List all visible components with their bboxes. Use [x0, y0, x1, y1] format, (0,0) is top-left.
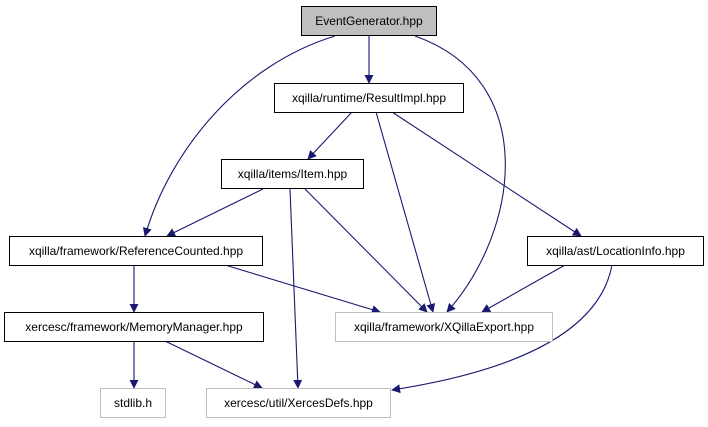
edge-eventgenerator-referencecounted — [142, 35, 336, 237]
node-memory-manager[interactable]: xercesc/framework/MemoryManager.hpp — [4, 312, 264, 342]
edge-locationinfo-xercesdefs — [391, 264, 613, 394]
node-stdlib: stdlib.h — [100, 388, 166, 418]
edge-resultimpl-item — [307, 111, 353, 160]
node-xerces-defs: xercesc/util/XercesDefs.hpp — [206, 388, 391, 418]
node-result-impl[interactable]: xqilla/runtime/ResultImpl.hpp — [274, 83, 464, 113]
node-location-info[interactable]: xqilla/ast/LocationInfo.hpp — [527, 236, 704, 266]
node-reference-counted[interactable]: xqilla/framework/ReferenceCounted.hpp — [9, 236, 263, 266]
edge-memorymanager-xercesdefs — [164, 340, 263, 389]
node-xqilla-export: xqilla/framework/XQillaExport.hpp — [335, 312, 553, 342]
node-item[interactable]: xqilla/items/Item.hpp — [221, 159, 364, 189]
edge-referencecounted-xqillaexport — [224, 264, 381, 314]
edge-item-xercesdefs — [289, 188, 303, 389]
edge-eventgenerator-xqillaexport — [414, 35, 506, 313]
node-event-generator: EventGenerator.hpp — [301, 6, 437, 36]
edge-item-xqillaexport — [304, 188, 428, 313]
edge-item-referencecounted — [166, 188, 264, 237]
edge-locationinfo-xqillaexport — [481, 264, 566, 313]
edge-resultimpl-locationinfo — [391, 111, 582, 237]
edge-resultimpl-xqillaexport — [375, 111, 436, 313]
